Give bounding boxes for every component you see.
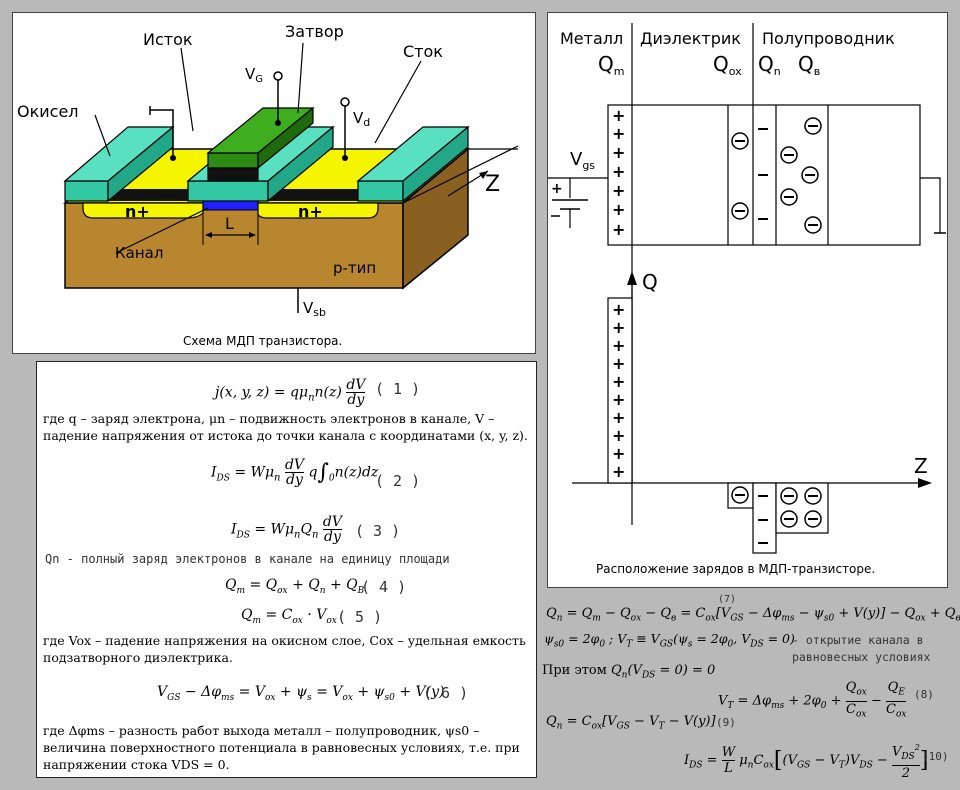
equation-4-number: ( 4 ) [361,578,407,596]
svg-text:+: + [612,143,625,162]
label-qb: Qв [798,52,820,78]
label-length: L [225,214,234,233]
header-semiconductor: Полупроводник [762,29,895,48]
label-oxide: Окисел [17,102,79,121]
axis-q-label: Q [642,270,658,294]
equation-6-description: где Δφms – разность работ выхода металл … [43,723,520,772]
svg-text:+: + [612,462,625,481]
equation-5: Qm = Cox · Vox [241,607,337,626]
channel-electrons [758,128,768,220]
equation-6-number: ( 6 ) [423,684,469,702]
equation-3-number: ( 3 ) [355,522,401,540]
svg-text:+: + [612,408,625,427]
svg-text:+: + [612,336,625,355]
graph-depletion-ions [780,487,822,528]
svg-text:+: + [612,181,625,200]
equation-7-number: (7) [718,594,737,605]
equation-5-description: где Vox – падение напряжения на окисном … [43,633,526,665]
open-channel-text-1: - открытие канала в [792,633,924,647]
equation-8-number: (8) [914,688,934,701]
label-channel: Канал [115,244,163,262]
label-p-type: p-тип [333,259,376,277]
equation-6: VGS − Δφms = Vox + ψs = Vox + ψs0 + V(y) [157,684,445,703]
equation-9: Qn = Cox[VGS − VT − V(y)] [546,714,716,732]
axis-z-label: Z [914,454,928,478]
label-gate: Затвор [285,22,344,41]
metal-plus-charges: +++ ++++ [612,106,625,239]
equation-10-number: (10) [922,750,949,763]
label-vd: Vd [353,109,370,129]
equation-4: Qm = Qox + Qn + QB [225,577,365,596]
mosfet-schematic: Окисел Исток Затвор Сток VG Vd Z n+ n+ L… [17,22,519,348]
svg-text:+: + [612,372,625,391]
equation-2-number: ( 2 ) [375,472,421,490]
label-z: Z [485,172,500,197]
svg-text:+: + [612,162,625,181]
equation-5-number: ( 5 ) [337,608,383,626]
label-n-right: n+ [298,202,323,221]
header-metal: Металл [560,29,623,48]
svg-text:+: + [612,426,625,445]
equation-1-description: где q – заряд электрона, μn – подвижност… [43,411,528,443]
graph-metal-plus: +++ +++ ++++ [612,300,625,481]
schematic-caption: Схема МДП транзистора. [183,334,342,348]
oxide-charges [731,132,749,220]
equation-9-number: (9) [716,716,736,729]
at-this-line: При этом Qn(VDS = 0) = 0 [542,663,716,681]
svg-text:+: + [612,390,625,409]
charges-panel: Металл Диэлектрик Полупроводник Qm Qox Q… [547,12,948,588]
equation-7: Qn = Qm − Qox − Qв = Cox[VGS − Δφms − ψs… [546,606,960,624]
charge-distribution-diagram: Металл Диэлектрик Полупроводник Qm Qox Q… [548,23,946,576]
svg-text:+: + [612,124,625,143]
depletion-ions [780,117,822,234]
svg-text:+: + [612,220,625,239]
threshold-condition: ψs0 = 2φ0 ; VT ≡ VGS(ψs = 2φ0, VDS = 0) [544,631,795,650]
label-source: Исток [143,30,193,49]
label-vsb: Vsb [303,299,326,319]
svg-text:+: + [612,444,625,463]
label-vg: VG [245,65,263,85]
svg-text:+: + [612,318,625,337]
battery-plus: + [551,181,563,197]
svg-text:+: + [612,106,625,125]
label-drain: Сток [403,42,443,61]
label-qm: Qm [598,52,624,78]
charges-caption: Расположение зарядов в МДП-транзисторе. [596,562,875,576]
qn-description: Qn - полный заряд электронов в канале на… [45,552,450,566]
svg-text:+: + [612,200,625,219]
svg-text:+: + [612,300,625,319]
open-channel-text-2: равновесных условиях [792,650,931,664]
header-dielectric: Диэлектрик [640,29,741,48]
equation-1-number: ( 1 ) [375,380,421,398]
schematic-panel: Окисел Исток Затвор Сток VG Vd Z n+ n+ L… [12,12,536,354]
label-qn: Qn [758,52,781,78]
label-n-left: n+ [125,202,150,221]
label-qox: Qox [713,52,742,78]
label-vgs: Vgs [570,149,595,172]
svg-text:+: + [612,354,625,373]
